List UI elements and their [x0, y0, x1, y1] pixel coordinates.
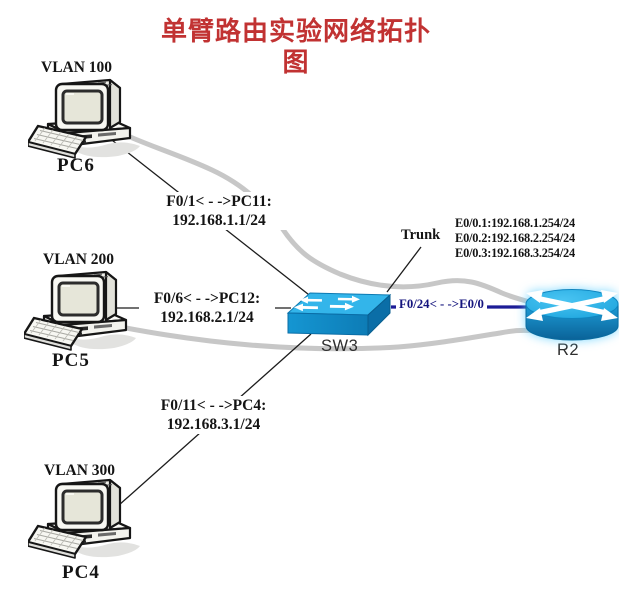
pc-label-pc6: PC6	[57, 155, 95, 176]
router-subinterface: E0/0.3:192.168.3.254/24	[455, 245, 575, 260]
pc-icon-pc5	[24, 268, 146, 362]
pc-icon-pc4	[28, 476, 150, 570]
access-link-label-3: F0/11< - ->PC4: 192.168.3.1/24	[142, 396, 285, 434]
cable-pc5-to-router	[92, 319, 537, 352]
link-ip-label: 192.168.1.1/24	[172, 212, 266, 229]
pc-icon-pc6	[28, 76, 150, 170]
cable-pc6-to-router	[107, 125, 535, 306]
vlan-label-pc6: VLAN 100	[41, 59, 113, 76]
uplink-label: F0/24< - ->E0/0	[396, 297, 487, 313]
switch-label: SW3	[321, 337, 359, 355]
trunk-label: Trunk	[401, 227, 441, 243]
link-port-label: F0/11< - ->PC4:	[160, 397, 267, 414]
trunk-pointer-line	[386, 246, 422, 293]
link-port-label: F0/6< - ->PC12:	[153, 290, 261, 307]
pc-label-pc4: PC4	[62, 562, 100, 583]
switch-icon	[286, 290, 392, 338]
access-link-label-1: F0/1< - ->PC11: 192.168.1.1/24	[145, 192, 293, 230]
router-subinterface: E0/0.1:192.168.1.254/24	[455, 216, 575, 230]
router-icon	[524, 286, 619, 350]
pc-label-pc5: PC5	[52, 350, 90, 371]
vlan-label-pc4: VLAN 300	[44, 462, 116, 479]
router-subinterface: E0/0.2:192.168.2.254/24	[455, 230, 575, 245]
link-ip-label: 192.168.2.1/24	[160, 309, 254, 326]
router-label: R2	[557, 341, 580, 359]
diagram-title: 单臂路由实验网络拓扑图	[160, 17, 431, 78]
vlan-label-pc5: VLAN 200	[43, 251, 115, 268]
link-ip-label: 192.168.3.1/24	[166, 416, 261, 433]
link-port-label: F0/1< - ->PC11:	[166, 193, 272, 210]
router-subinterface-list: E0/0.1:192.168.1.254/24 E0/0.2:192.168.2…	[455, 216, 575, 260]
access-link-label-2: F0/6< - ->PC12: 192.168.2.1/24	[139, 289, 275, 327]
